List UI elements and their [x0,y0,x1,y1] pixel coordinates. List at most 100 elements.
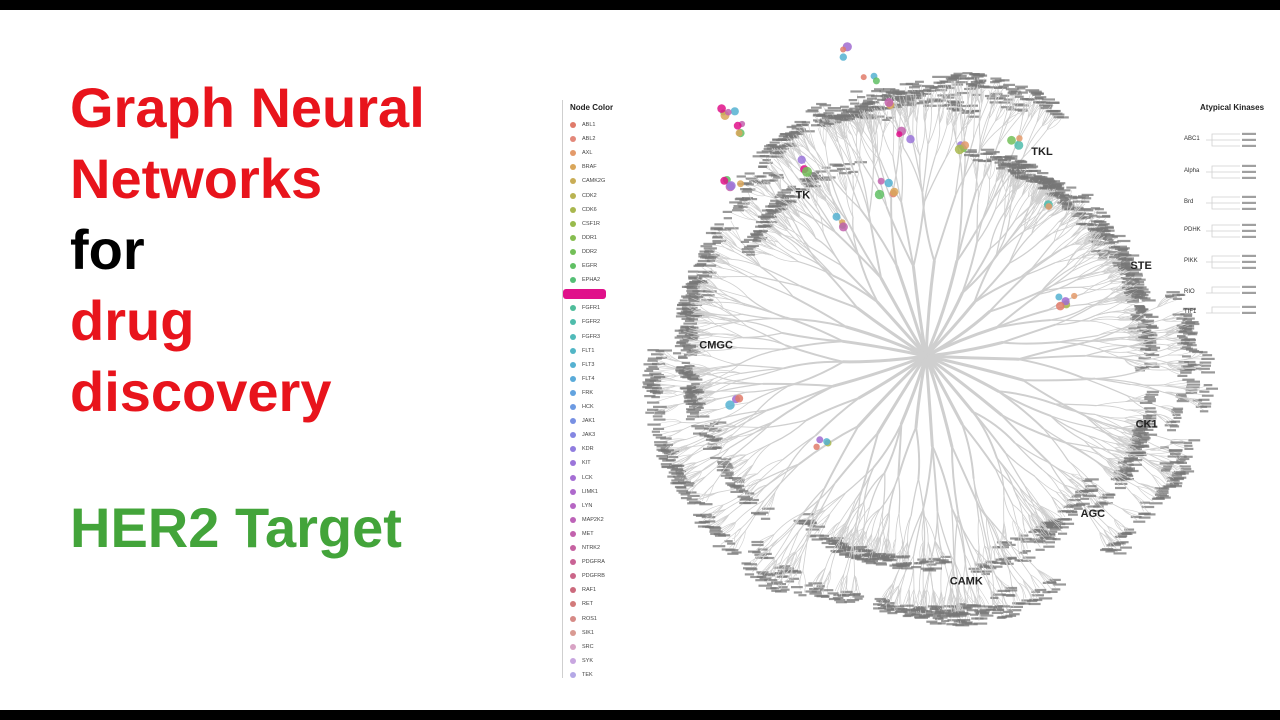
tree-leaf-branch [1159,406,1178,417]
legend-label: ERBB2 [582,291,601,298]
legend-item-selected[interactable]: ERBB2 [563,289,607,300]
tree-leaf-label [646,367,660,370]
title-line-5: discovery [70,360,332,423]
tree-branch [1132,355,1168,363]
tree-leaf-label [903,611,916,614]
tree-leaf-label [1064,197,1078,200]
legend-item[interactable]: LIMK1 [570,487,598,497]
legend-item[interactable]: ABL1 [570,120,595,130]
legend-item[interactable]: PDGFRB [570,571,605,581]
tree-leaf-label [883,606,893,609]
tree-leaf-label [928,557,941,560]
tree-leaf-branch [738,530,746,551]
tree-branch [1022,129,1048,159]
legend-item[interactable]: ROS1 [570,614,597,624]
legend-item[interactable]: SRC [570,642,594,652]
legend-item[interactable]: FRK [570,388,593,398]
tree-leaf-branch [708,296,723,308]
tree-leaf-label [690,412,699,415]
tree-branch [873,116,878,153]
legend-item[interactable]: CAMK2G [570,176,605,186]
tree-branch [787,360,845,387]
tree-leaf-label [1172,297,1182,300]
tree-leaf-label [711,232,722,235]
legend-item[interactable]: FGFR2 [570,317,600,327]
tree-leaf-label [861,102,873,106]
tree-leaf-label [907,102,919,105]
legend-item[interactable]: NTRK2 [570,543,600,553]
legend-item[interactable]: RET [570,599,593,609]
legend-item[interactable]: TEK [570,670,593,680]
tree-leaf-label [683,353,697,356]
legend-item[interactable]: CSF1R [570,219,600,229]
tree-leaf-label [771,581,783,584]
legend-item[interactable]: KIT [570,458,591,468]
tree-leaf-label [846,117,855,120]
tree-branch [868,214,883,280]
legend-item[interactable]: FGFR1 [570,303,600,313]
legend-item[interactable]: JAK1 [570,416,595,426]
tree-leaf-label [708,255,719,258]
legend-item[interactable]: HCK [570,402,594,412]
legend-item[interactable]: FLT4 [570,374,594,384]
tree-leaf-branch [1156,296,1181,308]
legend-item[interactable]: EGFR [570,261,597,271]
tree-leaf-label [874,597,886,601]
legend-item[interactable]: RAF1 [570,585,596,595]
legend-item[interactable]: DDR2 [570,247,597,257]
tree-leaf-branch [1037,507,1046,521]
legend-item[interactable]: ABL2 [570,134,595,144]
tree-leaf-label [1121,272,1131,275]
tree-leaf-label [1034,588,1047,592]
tree-leaf-label [1165,294,1175,297]
legend-item[interactable]: MET [570,529,594,539]
legend-item[interactable]: MAP2K2 [570,515,604,525]
legend-item[interactable]: KDR [570,444,594,454]
tree-leaf-branch [729,530,746,548]
tree-leaf-label [762,172,775,175]
legend-item[interactable]: FLT3 [570,360,594,370]
legend-item[interactable]: LYN [570,501,592,511]
legend-item[interactable]: FLT1 [570,346,594,356]
legend-item[interactable]: CDK6 [570,205,597,215]
title-block: Graph Neural Networks for drug discovery [70,72,425,427]
tree-leaf-branch [684,368,711,372]
tree-leaf-label [1018,551,1028,554]
legend-item[interactable]: AXL [570,148,592,158]
legend-item[interactable]: SYK [570,656,593,666]
tree-leaf-label [1031,590,1041,593]
tree-leaf-label [854,161,867,164]
tree-branch [963,552,970,587]
tree-branch [1010,545,1031,576]
legend-item[interactable]: SIK1 [570,628,594,638]
tree-branch [1039,225,1062,243]
tree-branch [1023,484,1041,508]
tree-branch [1038,279,1077,295]
legend-item[interactable]: BRAF [570,162,597,172]
tree-branch [1004,451,1025,486]
tree-leaf-label [1111,544,1121,547]
tree-leaf-branch [876,536,879,553]
legend-item[interactable]: CDK2 [570,191,597,201]
tree-leaf-label [1180,470,1195,473]
tree-branch [994,183,1004,211]
tree-leaf-branch [1136,486,1154,502]
legend-item[interactable]: PDGFRA [570,557,605,567]
tree-leaf-branch [1090,238,1109,252]
legend-item[interactable]: FGFR3 [570,332,600,342]
tree-leaf-label [1140,334,1152,337]
tree-leaf-branch [1084,231,1093,245]
highlighted-kinase-node[interactable] [840,46,847,53]
tree-branch [961,423,975,480]
tree-leaf-label [1136,435,1150,438]
tree-leaf-branch [1055,491,1080,503]
legend-item[interactable]: DDR1 [570,233,597,243]
legend-item[interactable]: LCK [570,473,593,483]
tree-leaf-branch [845,176,848,192]
tree-branch [784,234,810,247]
legend-item[interactable]: JAK3 [570,430,595,440]
legend-swatch [570,277,576,284]
legend-item[interactable]: EPHA2 [570,275,600,285]
tree-branch [709,371,742,376]
